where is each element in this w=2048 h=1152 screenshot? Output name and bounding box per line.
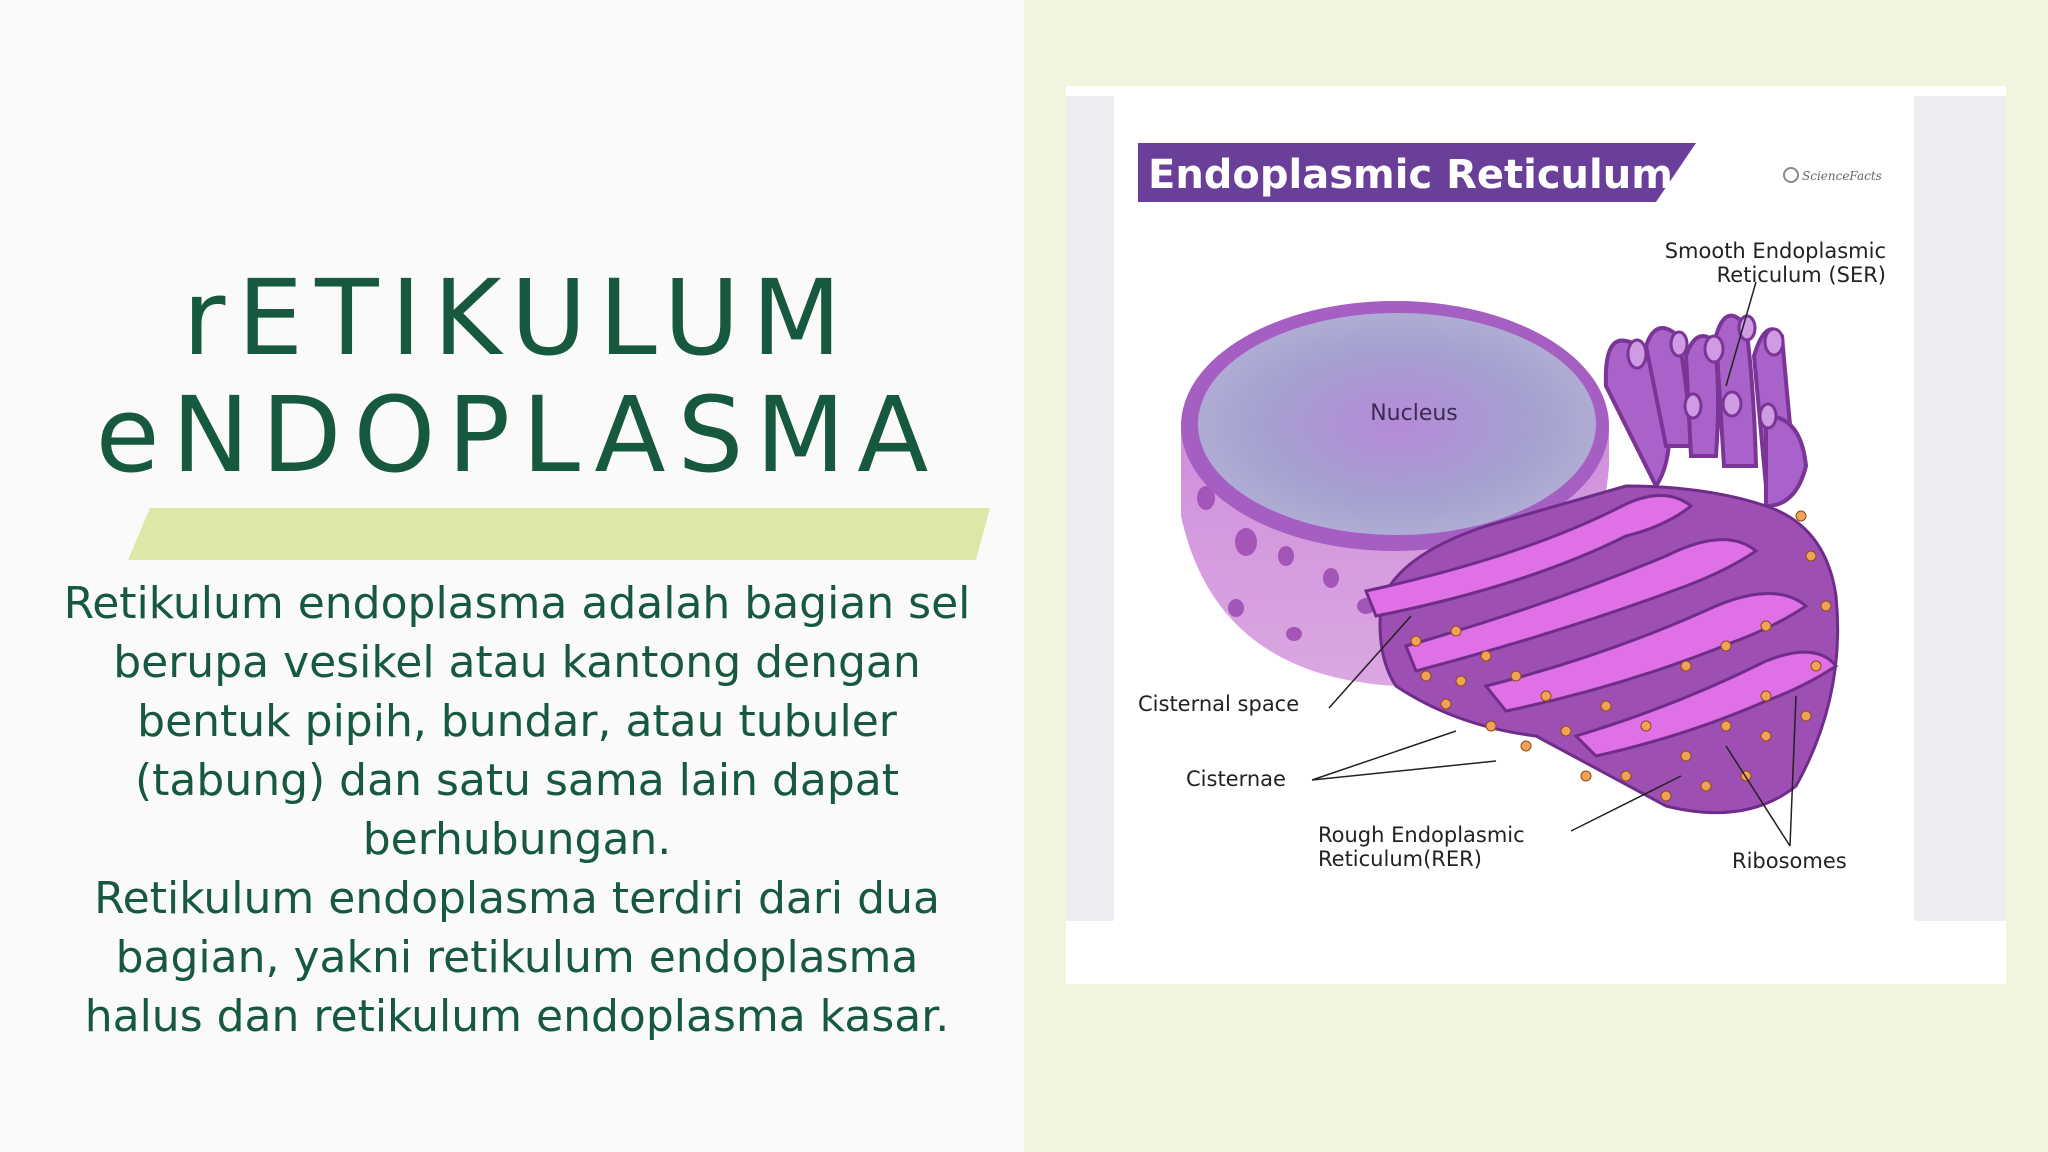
ribosomes-label: Ribosomes (1732, 849, 1847, 873)
ser-openings (1626, 314, 1785, 430)
rer-label-line2: Reticulum(RER) (1318, 847, 1482, 871)
text-panel (0, 0, 1024, 1152)
ribosomes (1410, 510, 1832, 802)
frame-left (1066, 96, 1114, 921)
frame-right (1914, 96, 2006, 921)
logo-text: ScienceFacts (1802, 169, 1882, 183)
cisternae-label: Cisternae (1186, 767, 1286, 791)
slide-body: Retikulum endoplasma adalah bagian sel b… (60, 574, 974, 1046)
ser-label-line1: Smooth Endoplasmic (1665, 239, 1886, 263)
title-line-2: eNDOPLASMA (95, 374, 941, 496)
accent-bar (128, 508, 990, 560)
er-diagram: Endoplasmic Reticulum ScienceFacts Nucle… (1066, 96, 2006, 921)
leader-lines (1311, 281, 1797, 847)
paragraph-types: Retikulum endoplasma terdiri dari dua ba… (84, 873, 950, 1042)
paragraph-definition: Retikulum endoplasma adalah bagian sel b… (63, 578, 971, 865)
nucleus (1198, 313, 1596, 535)
nucleus-label: Nucleus (1370, 401, 1458, 426)
rer-label-line1: Rough Endoplasmic (1318, 823, 1525, 847)
logo-icon (1783, 167, 1799, 183)
rer-cisternae (1363, 494, 1839, 758)
title-banner (1138, 143, 1696, 202)
banner-title: Endoplasmic Reticulum (1148, 152, 1673, 198)
slide-title: rETIKULUM eNDOPLASMA (0, 260, 1036, 494)
ser-label-line2: Reticulum (SER) (1717, 263, 1886, 287)
er-diagram-card: Endoplasmic Reticulum ScienceFacts Nucle… (1066, 86, 2006, 984)
title-line-1: rETIKULUM (182, 257, 854, 379)
cisternal-space-label: Cisternal space (1138, 692, 1299, 716)
